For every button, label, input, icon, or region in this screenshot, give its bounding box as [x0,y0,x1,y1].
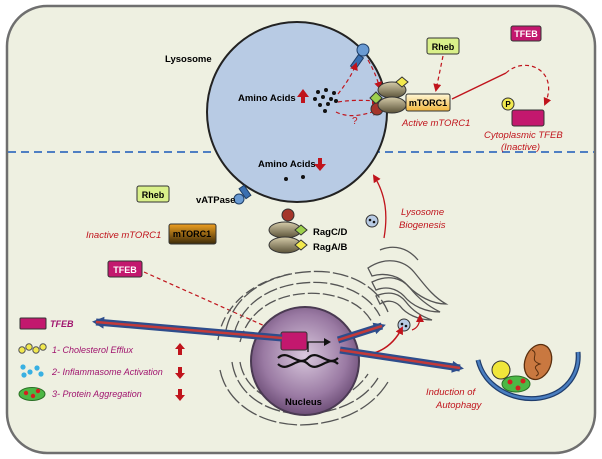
lysosome-label: Lysosome [165,54,212,65]
aa-signal-arrow-4 [335,108,380,117]
autophagy-label-2: Autophagy [435,400,483,411]
cytoplasmic-tfeb-annotation: Cytoplasmic TFEB [484,130,563,141]
tfeb-left-label: TFEB [113,265,137,275]
mtorc1-to-tfeb-arrow [451,72,507,100]
mtorc1-active-box [405,93,451,112]
tfeb-target-arrow-left [92,316,283,342]
mtorc1-inactive-box [168,223,217,245]
protein-aggregation-icon [18,387,46,401]
rheb-top-label: Rheb [432,42,455,52]
legend-item-2: 2- Inflammasome Activation [51,367,163,377]
vatpase-label: vATPase [196,195,235,206]
golgi-out-arrow [411,314,424,331]
lysosome-biogenesis-label-2: Biogenesis [399,220,446,231]
up-arrow-icon [297,89,309,103]
legend-tfeb-label: TFEB [50,319,74,329]
legend-tfeb-swatch [19,317,47,330]
nucleus-label: Nucleus [285,397,322,408]
biogenesis-arrow-upper [372,174,387,239]
mtorc1-active-label: mTORC1 [409,98,447,108]
rheb-activation-arrow [433,55,444,92]
aa-signal-arrow-1 [337,62,358,95]
tfeb-nuclear-translocation-arrow [143,271,278,333]
phospho-icon [501,97,515,111]
active-rag-complex [369,76,409,116]
tfeb-target-arrow-golgi [336,322,386,344]
amino-acid-dot [301,175,305,179]
legend-item-1: 1- Cholesterol Efflux [52,345,134,355]
inactive-mtorc1-annotation: Inactive mTORC1 [86,230,161,241]
transcription-start-icon [307,341,326,352]
transcription-arrow-head [324,338,331,346]
phospho-label: P [505,100,511,109]
tfeb-phospho-arrow [505,64,552,106]
tfeb-top-box [510,25,542,42]
ragcd-label: RagC/D [313,227,347,238]
rheb-left-label: Rheb [142,190,165,200]
mitochondrion-icon [523,343,553,381]
vesicle-icon [397,318,411,332]
legend-up-arrow-icon [175,343,185,355]
vatpase-icon [233,184,252,205]
dna-icon [277,354,339,368]
legend-down-arrow-icon [175,389,185,401]
amino-acids-low-label: Amino Acids [258,159,316,170]
active-mtorc1-annotation: Active mTORC1 [401,118,470,129]
cholesterol-icon [18,343,47,354]
golgi-apparatus [367,246,449,321]
vesicle-icon [365,214,379,228]
rheb-left-box [136,185,170,203]
rheb-top-box [426,37,460,55]
autophagy-label-1: Induction of [426,387,476,398]
tfeb-top-label: TFEB [514,29,538,39]
ragab-label: RagA/B [313,242,347,253]
amino-acid-dots [313,88,338,113]
autophagosome [475,343,581,402]
cytoplasmic-tfeb-inactive: (Inactive) [501,142,540,153]
tfeb-left-box [107,260,143,278]
question-mark-label: ? [352,116,358,127]
inflammasome-icon [20,364,44,378]
mtorc1-inactive-label: mTORC1 [173,229,211,239]
legend-down-arrow-icon [175,367,185,379]
amino-acids-high-label: Amino Acids [238,93,296,104]
tfeb-target-arrow-autophagy [339,346,464,373]
cytoplasmic-tfeb-box [511,109,545,127]
lysosome-biogenesis-label-1: Lysosome [401,207,444,218]
amino-acid-dot [284,177,288,181]
protein-aggregate-icon [501,375,531,393]
inactive-rag-complex [268,208,308,254]
legend-item-3: 3- Protein Aggregation [52,389,142,399]
endoplasmic-reticulum [217,270,389,426]
down-arrow-icon [314,158,326,171]
tfeb-nuclear-box [280,331,308,351]
